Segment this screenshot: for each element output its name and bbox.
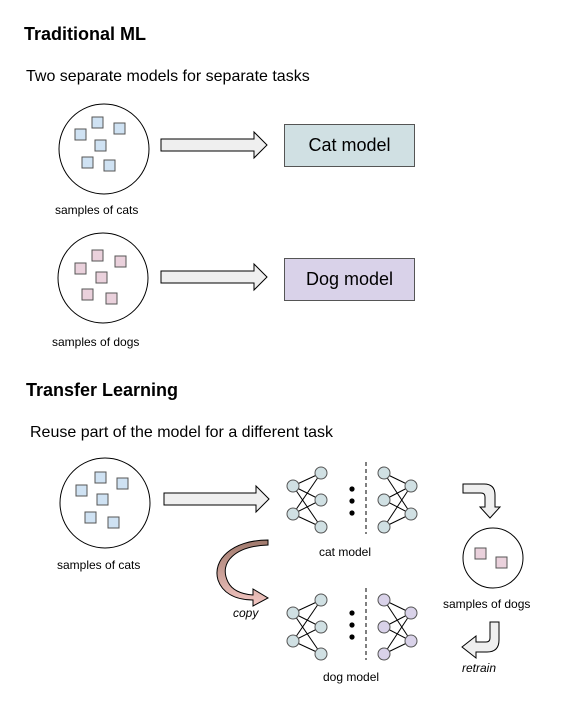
- trad-dogs-sample-circle: [57, 232, 149, 324]
- tl-cats-sample-circle: [59, 457, 151, 549]
- dog-model-caption: dog model: [323, 670, 380, 684]
- ellipsis-dots-icon: [349, 486, 355, 516]
- dog-model-label: Dog model: [305, 269, 394, 289]
- bent-arrow-down-icon: [462, 483, 502, 519]
- retrain-label: retrain: [462, 661, 497, 675]
- trad-cats-sample-circle: [58, 103, 150, 195]
- dog-model-box: Dog model: [284, 258, 415, 301]
- cat-model-box: Cat model: [284, 124, 415, 167]
- trad-dogs-caption: samples of dogs: [52, 335, 140, 349]
- transfer-learning-title: Transfer Learning: [26, 380, 179, 400]
- cat-model-caption: cat model: [319, 545, 372, 559]
- tl-dogs-caption: samples of dogs: [443, 597, 531, 611]
- dog-model-network: [286, 588, 418, 661]
- transfer-learning-subtitle: Reuse part of the model for a different …: [30, 424, 333, 441]
- retrain-arrow-icon: [461, 621, 500, 660]
- tl-dogs-sample-circle: [462, 527, 524, 589]
- trad-cats-caption: samples of cats: [55, 203, 139, 217]
- cat-model-label: Cat model: [308, 135, 391, 155]
- tl-cats-caption: samples of cats: [57, 558, 141, 572]
- copy-curved-arrow-icon: [216, 539, 270, 607]
- arrow-right-icon: [160, 262, 268, 292]
- cat-model-network: [286, 462, 418, 534]
- traditional-ml-title: Traditional ML: [24, 24, 147, 44]
- arrow-right-icon: [163, 484, 270, 514]
- traditional-ml-subtitle: Two separate models for separate tasks: [26, 68, 310, 85]
- ellipsis-dots-icon: [349, 610, 355, 640]
- arrow-right-icon: [160, 130, 268, 160]
- copy-label: copy: [233, 606, 259, 620]
